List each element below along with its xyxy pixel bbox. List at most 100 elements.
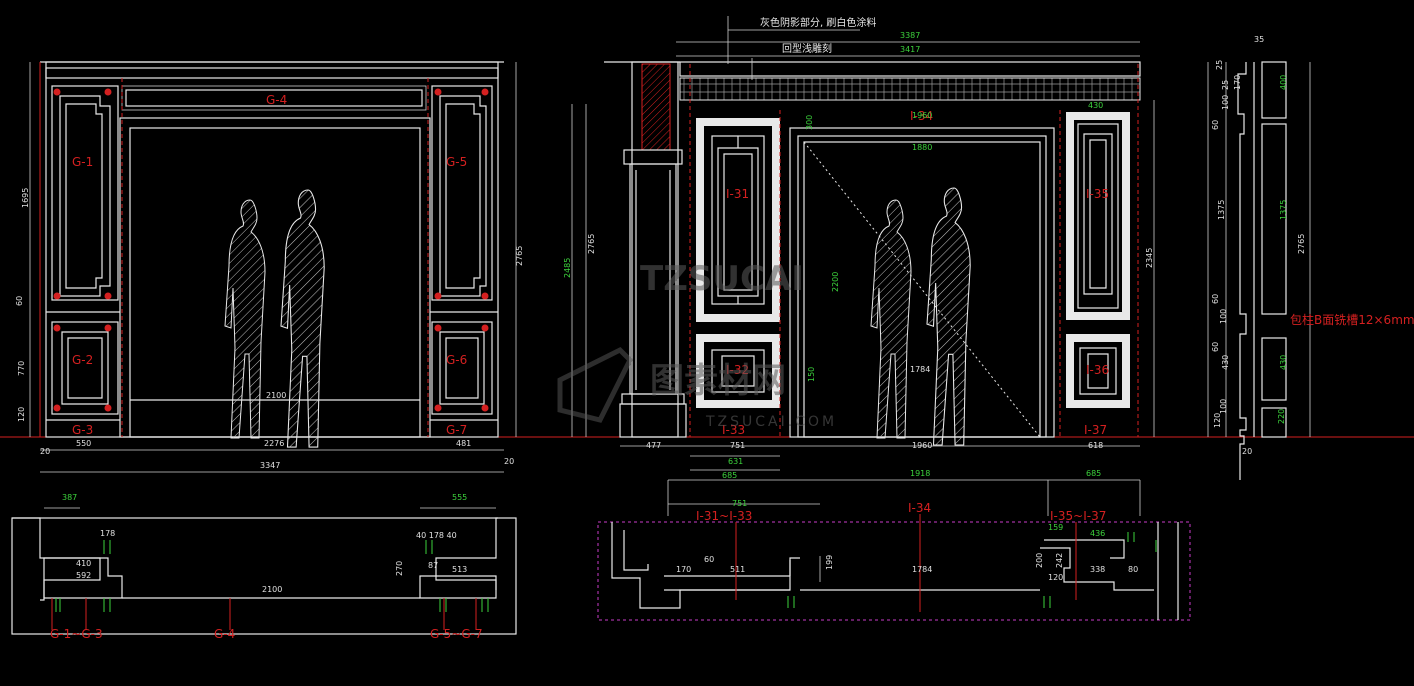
dim-lp-387: 387 <box>62 493 77 502</box>
label-g1: G-1 <box>72 155 93 169</box>
dim-s-60b: 60 <box>1211 294 1220 304</box>
section-profile <box>1207 61 1311 480</box>
dim-r-1960: 1960 <box>912 441 932 450</box>
dim-r-685a: 685 <box>722 471 737 480</box>
label-g3: G-3 <box>72 423 93 437</box>
label-i34: I-34 <box>910 109 933 123</box>
note-gray-shadow: 灰色阴影部分, 刷白色涂料 <box>760 16 876 29</box>
dim-l-770: 770 <box>17 361 26 376</box>
dim-rp-60: 60 <box>704 555 714 564</box>
dim-s-60: 60 <box>1211 120 1220 130</box>
dim-s-170: 170 <box>1233 75 1242 90</box>
dim-rp-511: 511 <box>730 565 745 574</box>
dim-rp-80: 80 <box>1128 565 1138 574</box>
dim-r-3387: 3387 <box>900 31 920 40</box>
dim-r-430: 430 <box>1088 101 1103 110</box>
dim-lp-270: 270 <box>395 561 404 576</box>
dim-r-2345: 2345 <box>1145 248 1154 268</box>
dim-s-1375g: 1375 <box>1279 200 1288 220</box>
label-g7: G-7 <box>446 423 467 437</box>
label-g4: G-4 <box>266 93 287 107</box>
label-i36: I-36 <box>1086 363 1109 377</box>
left-dimensions <box>29 62 517 473</box>
dim-r-150: 150 <box>807 367 816 382</box>
dim-s-60c: 60 <box>1211 342 1220 352</box>
watermark-big: TZSUCAI <box>640 259 804 299</box>
label-g1-g3: G-1~G-3 <box>50 627 103 641</box>
label-i31-i33: I-31~I-33 <box>696 509 752 523</box>
dim-r-751: 751 <box>730 441 745 450</box>
label-i31: I-31 <box>726 187 749 201</box>
dim-r-1784: 1784 <box>910 365 930 374</box>
dim-s-25: 25 <box>1215 60 1224 70</box>
dim-s-35: 35 <box>1254 35 1264 44</box>
dim-r-618: 618 <box>1088 441 1103 450</box>
dim-s-20: 20 <box>1242 447 1252 456</box>
dim-s-2765: 2765 <box>1297 234 1306 254</box>
left-elevation <box>39 61 504 448</box>
dim-s-220g: 220 <box>1277 409 1286 424</box>
dim-r-2485: 2485 <box>563 258 572 278</box>
dim-r-751b: 751 <box>732 499 747 508</box>
dim-lp-592: 592 <box>76 571 91 580</box>
label-i35: I-35 <box>1086 187 1109 201</box>
dim-lp-410: 410 <box>76 559 91 568</box>
dim-s-400g: 400 <box>1279 75 1288 90</box>
dim-lp-555: 555 <box>452 493 467 502</box>
dim-rp-436: 436 <box>1090 529 1105 538</box>
dim-lp-178: 178 <box>100 529 115 538</box>
dim-r-477: 477 <box>646 441 661 450</box>
note-moulding: 回型浅雕刻 <box>782 42 832 55</box>
dim-l-3347: 3347 <box>260 461 280 470</box>
dim-l-1695: 1695 <box>21 188 30 208</box>
label-i33: I-33 <box>722 423 745 437</box>
label-i32: I-32 <box>726 363 749 377</box>
right-plan <box>597 514 1191 621</box>
dim-lp-513: 513 <box>452 565 467 574</box>
label-g2: G-2 <box>72 353 93 367</box>
dim-s-1375: 1375 <box>1217 200 1226 220</box>
dim-r-3417: 3417 <box>900 45 920 54</box>
dim-s-100c: 100 <box>1219 399 1228 414</box>
dim-s-100: 100 <box>1221 95 1230 110</box>
label-i34-plan: I-34 <box>908 501 931 515</box>
dim-rp-200: 200 <box>1035 553 1044 568</box>
dim-lp-87: 87 <box>428 561 438 570</box>
dim-rp-1784: 1784 <box>912 565 932 574</box>
right-elevation <box>604 61 1141 446</box>
dim-lp-4017840: 40 178 40 <box>416 531 457 540</box>
label-g6: G-6 <box>446 353 467 367</box>
dim-l-2276: 2276 <box>264 439 284 448</box>
dim-rp-120: 120 <box>1048 573 1063 582</box>
dim-l-2765: 2765 <box>515 246 524 266</box>
right-dimensions <box>571 41 1155 516</box>
dim-r-2765: 2765 <box>587 234 596 254</box>
watermark-cn: 图素材网 <box>650 361 786 401</box>
dim-s-430g: 430 <box>1279 355 1288 370</box>
dim-l-20a: 20 <box>40 447 50 456</box>
dim-rp-199: 199 <box>825 555 834 570</box>
dim-r-631: 631 <box>728 457 743 466</box>
dim-s-430: 430 <box>1221 355 1230 370</box>
dim-s-120: 120 <box>1213 413 1222 428</box>
label-i35-i37: I-35~I-37 <box>1050 509 1106 523</box>
dim-r-685b: 685 <box>1086 469 1101 478</box>
dim-rp-159: 159 <box>1048 523 1063 532</box>
dim-l-550: 550 <box>76 439 91 448</box>
dim-l-20b: 20 <box>504 457 514 466</box>
label-g5-g7: G-5~G-7 <box>430 627 483 641</box>
watermark-small: TZSUCAI.COM <box>705 414 837 430</box>
dim-rp-170: 170 <box>676 565 691 574</box>
label-g5: G-5 <box>446 155 467 169</box>
note-wrap-column: 包柱B面铣槽12×6mm <box>1290 312 1414 327</box>
dim-l-60: 60 <box>15 296 24 306</box>
dim-rp-242: 242 <box>1055 553 1064 568</box>
dim-r-300: 300 <box>805 115 814 130</box>
dim-rp-338: 338 <box>1090 565 1105 574</box>
dim-r-1960g: 1960 <box>912 111 932 120</box>
dim-r-1918: 1918 <box>910 469 930 478</box>
watermark: TZSUCAI 图素材网 TZSUCAI.COM <box>557 259 837 430</box>
dim-s-25b: 25 <box>1221 80 1230 90</box>
dim-lp-2100: 2100 <box>262 585 282 594</box>
